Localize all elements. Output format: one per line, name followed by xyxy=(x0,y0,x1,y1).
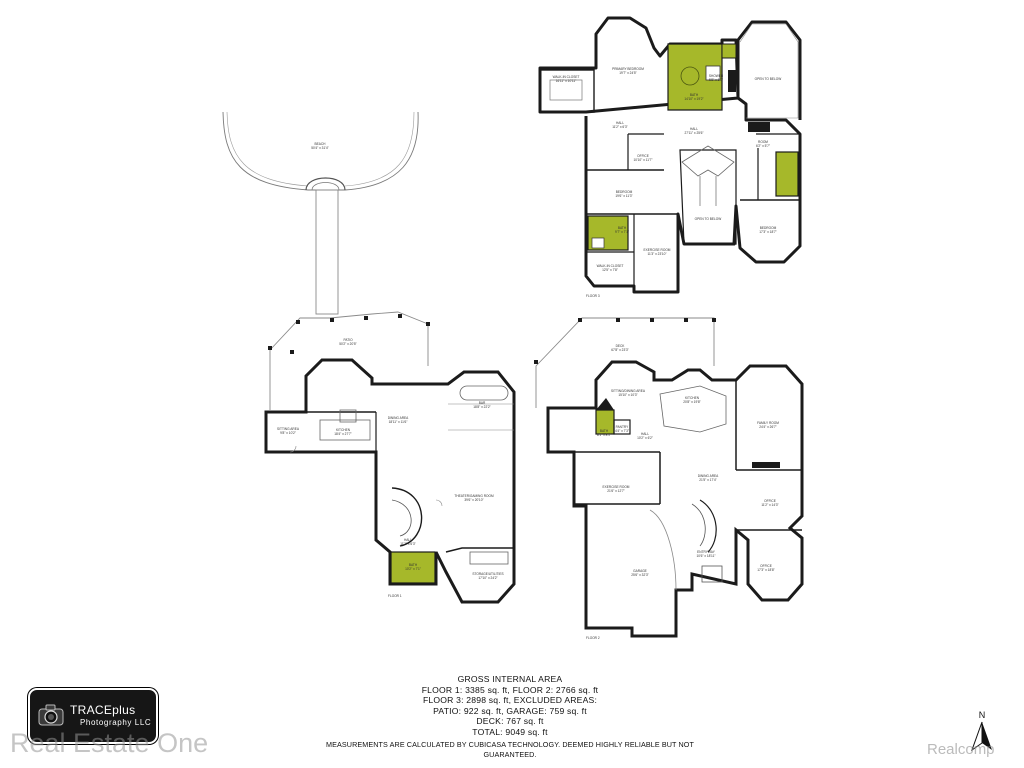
measurement-disclaimer: MEASUREMENTS ARE CALCULATED BY CUBICASA … xyxy=(326,739,694,759)
room-dims-f3-primary-bedroom: 19'7" x 24'5" xyxy=(619,71,636,75)
room-dims-f1-bar: 18'8" x 22'2" xyxy=(473,405,490,409)
room-dims-f2-deck: 67'8" x 23'3" xyxy=(611,348,628,352)
room-label-f2-entryway: ENTRYWAY xyxy=(697,550,716,554)
floor-2-plan xyxy=(534,317,804,638)
room-label-f3-walk-in-closet: WALK-IN CLOSET xyxy=(553,75,580,79)
room-label-f1-storage: STORAGE/UTILITIES xyxy=(472,572,503,576)
room-label-f2-bath: BATH xyxy=(600,429,609,433)
room-dims-f2-family-room: 24'4" x 26'7" xyxy=(759,425,776,429)
room-dims-f1-hall: 11'2" x 6'3" xyxy=(400,542,415,546)
room-label-f2-office-1: OFFICE xyxy=(764,499,776,503)
area-heading: GROSS INTERNAL AREA xyxy=(457,674,563,684)
room-label-f2-kitchen: KITCHEN xyxy=(685,396,700,400)
room-dims-f2-office-2: 17'3" x 18'8" xyxy=(757,568,774,572)
room-label-f1-hall: HALL xyxy=(404,538,412,542)
floor-label-2: FLOOR 2 xyxy=(586,636,600,640)
room-dims-f3-walk-in-closet-2: 12'5" x 7'8" xyxy=(602,268,618,272)
area-line-3: PATIO: 922 sq. ft, GARAGE: 759 sq. ft xyxy=(433,705,587,716)
room-dims-f2-pantry: 4'4" x 7'3" xyxy=(615,429,629,433)
room-label-f1-bath: BATH xyxy=(409,563,418,567)
floor-1-plan xyxy=(222,111,516,604)
area-line-4: DECK: 767 sq. ft xyxy=(476,716,544,727)
room-label-f3-room: ROOM xyxy=(758,140,768,144)
north-label: N xyxy=(978,710,986,720)
room-dims-f2-kitchen: 20'8" x 19'8" xyxy=(683,400,700,404)
room-label-f2-pantry: PANTRY xyxy=(616,425,630,429)
room-label-f3-exercise-room: EXERCISE ROOM xyxy=(644,248,671,252)
room-dims-f3-bath-2: 9'7" x 7'1" xyxy=(615,230,629,234)
room-dims-f3-room: 6'2" x 5'7" xyxy=(756,144,770,148)
room-dims-f1-dining-area: 18'11" x 11'6" xyxy=(389,420,408,424)
north-arrow: N xyxy=(970,710,994,754)
room-dims-f3-hall-2: 27'11" x 25'6" xyxy=(684,131,703,135)
room-label-f3-bedroom-2: BEDROOM xyxy=(760,226,777,230)
room-dims-f1-kitchen: 18'4" x 27'7" xyxy=(334,432,351,436)
room-label-f3-office: OFFICE xyxy=(637,154,649,158)
room-label-f2-dining-area: DINING AREA xyxy=(698,474,719,478)
room-label-f2-exercise-room: EXERCISE ROOM xyxy=(603,485,630,489)
room-dims-f1-bath: 10'2" x 7'1" xyxy=(405,567,421,571)
room-label-f2-family-room: FAMILY ROOM xyxy=(757,421,779,425)
room-dims-f2-entryway: 10'6" x 18'11" xyxy=(696,554,715,558)
room-label-f2-office-2: OFFICE xyxy=(760,564,772,568)
room-label-f3-bath-2: BATH xyxy=(618,226,627,230)
room-label-f1-sitting-area: SITTING AREA xyxy=(277,427,300,431)
room-dims-f3-bedroom-2: 17'3" x 18'7" xyxy=(759,230,776,234)
floor-3-plan xyxy=(538,16,802,294)
area-line-5: TOTAL: 9049 sq. ft xyxy=(472,726,548,737)
floor-label-1: FLOOR 1 xyxy=(388,594,402,598)
logo-subtitle: Photography LLC xyxy=(80,718,152,727)
room-dims-f1-patio: 50'2" x 20'5" xyxy=(339,342,356,346)
room-label-f1-theater: THEATER/GAMING ROOM xyxy=(454,494,494,498)
room-dims-f2-dining-area: 21'5" x 17'4" xyxy=(699,478,716,482)
watermark-real-estate-one: Real Estate One xyxy=(10,728,209,758)
room-dims-f3-hall-1: 11'2" x 6'3" xyxy=(612,125,627,129)
room-dims-f3-exercise-room: 11'3" x 23'10" xyxy=(647,252,666,256)
room-label-f3-bedroom-1: BEDROOM xyxy=(616,190,633,194)
room-dims-f3-bedroom-1: 19'6" x 11'3" xyxy=(615,194,632,198)
room-label-f3-shower: SHOWER xyxy=(709,74,724,78)
room-label-f3-walk-in-closet-2: WALK-IN CLOSET xyxy=(597,264,624,268)
camera-icon xyxy=(38,704,64,726)
room-dims-f2-sitting-dining: 15'10" x 10'3" xyxy=(618,393,637,397)
room-label-f3-hall-2: HALL xyxy=(690,127,698,131)
logo-brand: TRACEplus xyxy=(70,703,136,717)
room-dims-f3-walk-in-closet: 16'11" x 10'11" xyxy=(556,79,577,83)
room-dims-f1-storage: 17'10" x 24'2" xyxy=(478,576,497,580)
room-label-f1-dining-area: DINING AREA xyxy=(388,416,409,420)
room-dims-f2-bath: 8'1" x 8'1" xyxy=(597,433,611,437)
room-dims-f1-theater: 39'6" x 20'10" xyxy=(464,498,483,502)
room-dims-f2-hall: 10'2" x 6'2" xyxy=(637,436,653,440)
room-label-f3-primary-bedroom: PRIMARY BEDROOM xyxy=(612,67,644,71)
area-line-1: FLOOR 1: 3385 sq. ft, FLOOR 2: 2766 sq. … xyxy=(421,684,599,695)
room-label-f2-garage: GARAGE xyxy=(633,569,647,573)
gross-area-summary: GROSS INTERNAL AREA FLOOR 1: 3385 sq. ft… xyxy=(300,674,720,760)
room-label-f1-patio: PATIO xyxy=(343,338,353,342)
room-dims-f3-bath: 14'10" x 19'2" xyxy=(684,97,703,101)
room-label-f2-sitting-dining: SITTING/DINING AREA xyxy=(611,389,646,393)
room-label-f3-open-to-below-2: OPEN TO BELOW xyxy=(695,217,722,221)
room-label-f1-kitchen: KITCHEN xyxy=(336,428,351,432)
room-label-f3-hall-1: HALL xyxy=(616,121,624,125)
room-label-f3-bath: BATH xyxy=(690,93,699,97)
north-arrow-icon xyxy=(971,721,992,752)
room-label-f2-hall: HALL xyxy=(641,432,649,436)
watermark-realcomp: Realcomp xyxy=(927,741,995,758)
room-label-f1-bar: BAR xyxy=(479,401,486,405)
traceplus-logo: TRACEplus Photography LLC xyxy=(28,688,158,744)
room-label-f2-deck: DECK xyxy=(616,344,626,348)
room-label-f1-beach: BEACH xyxy=(315,142,327,146)
room-label-f3-open-to-below-1: OPEN TO BELOW xyxy=(755,77,782,81)
room-dims-f2-exercise-room: 21'6" x 12'7" xyxy=(607,489,624,493)
room-dims-f2-office-1: 11'2" x 14'3" xyxy=(761,503,778,507)
room-dims-f1-beach: 50'4" x 31'4" xyxy=(311,146,328,150)
area-line-2: FLOOR 3: 2898 sq. ft, EXCLUDED AREAS: xyxy=(422,695,598,706)
room-dims-f1-sitting-area: 9'8" x 10'2" xyxy=(280,431,296,435)
room-dims-f3-shower: 5'8" x 6'0" xyxy=(709,78,723,82)
room-dims-f2-garage: 25'6" x 32'3" xyxy=(631,573,648,577)
floor-label-3: FLOOR 3 xyxy=(586,294,600,298)
room-dims-f3-office: 10'10" x 11'7" xyxy=(633,158,652,162)
